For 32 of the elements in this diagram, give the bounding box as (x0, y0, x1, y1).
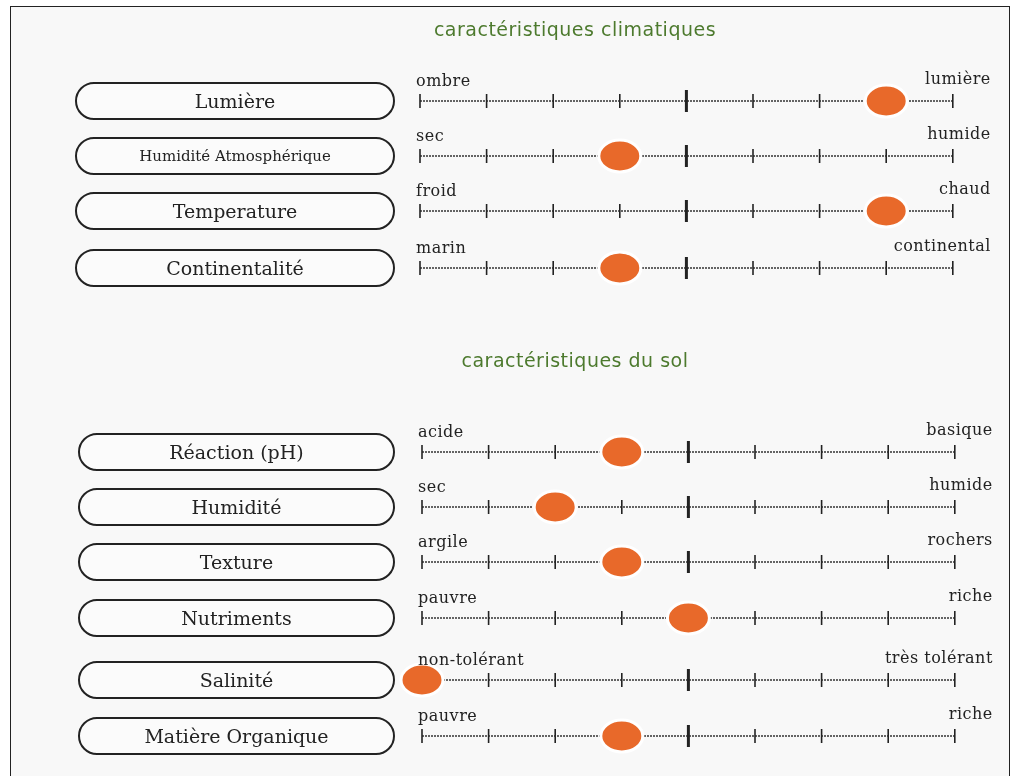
scale-end-label: pauvre (418, 589, 478, 607)
section-heading: caractéristiques du sol (460, 349, 690, 371)
scale-end-label: chaud (938, 180, 991, 198)
scale-end-label: continental (893, 237, 991, 255)
scale-end-label: riche (948, 587, 993, 605)
scale-end-label: riche (948, 705, 993, 723)
scale-end-label: sec (416, 127, 445, 145)
label-pill: Nutriments (78, 599, 395, 637)
scale-end-label: lumière (925, 70, 991, 88)
scale-end-label: humide (929, 476, 993, 494)
label-pill: Réaction (pH) (78, 433, 395, 471)
scale-end-label: froid (416, 182, 458, 200)
scale-end-label: ombre (416, 72, 471, 90)
scale-end-label: basique (926, 421, 993, 439)
label-pill: Humidité Atmosphérique (75, 137, 395, 175)
label-pill: Matière Organique (78, 717, 395, 755)
label-pill: Continentalité (75, 249, 395, 287)
label-pill: Lumière (75, 82, 395, 120)
label-pill: Salinité (78, 661, 395, 699)
section-heading: caractéristiques climatiques (432, 18, 718, 40)
scale-end-label: non-tolérant (418, 651, 525, 669)
label-pill: Humidité (78, 488, 395, 526)
scale-end-label: marin (416, 239, 467, 257)
scale-end-label: humide (927, 125, 991, 143)
scale-end-label: acide (418, 423, 464, 441)
scale-end-label: sec (418, 478, 447, 496)
label-pill: Temperature (75, 192, 395, 230)
scale-end-label: argile (418, 533, 469, 551)
scale-end-label: rochers (927, 531, 993, 549)
scale-end-label: pauvre (418, 707, 478, 725)
scale-end-label: très tolérant (884, 649, 993, 667)
label-pill: Texture (78, 543, 395, 581)
